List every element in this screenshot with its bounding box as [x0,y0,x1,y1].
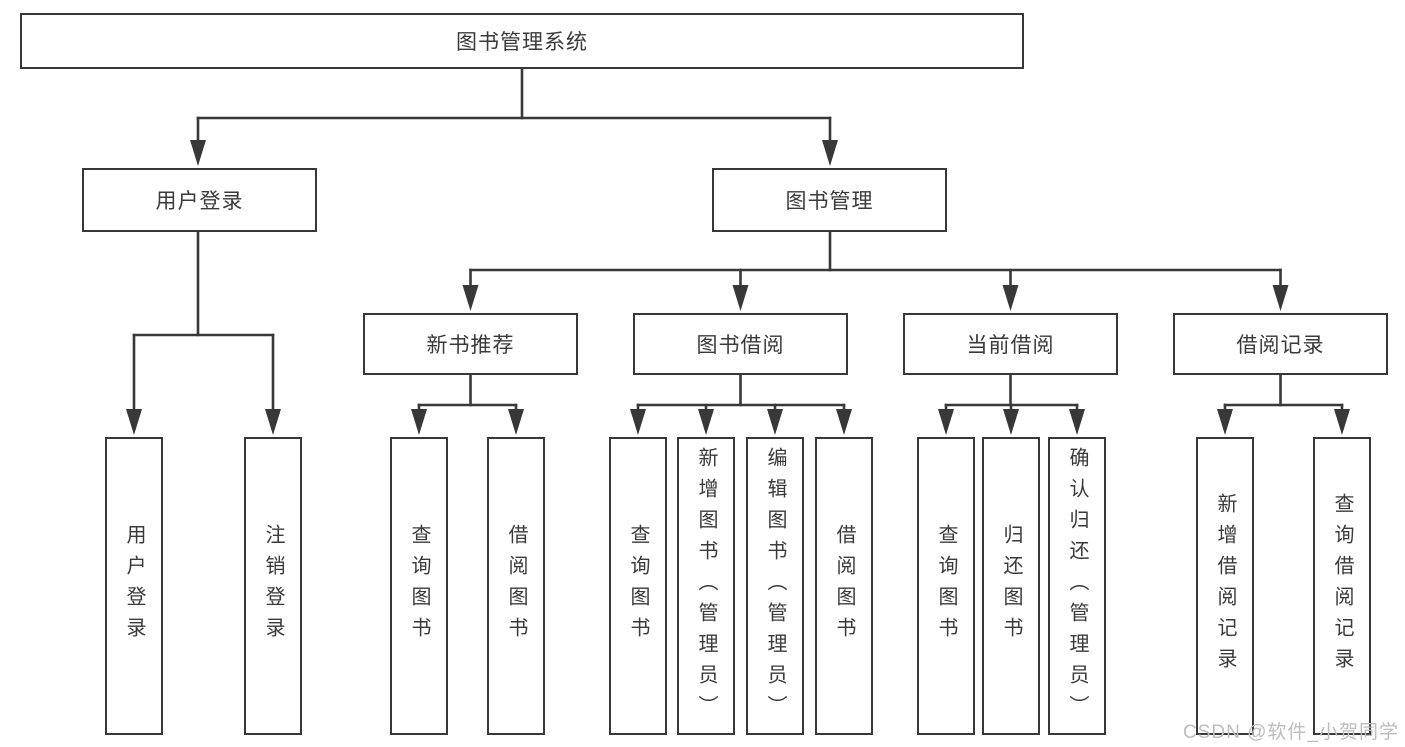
leaf-borrow-add-book-admin: 新增图书（管理员） [677,437,735,735]
leaf-borrow-borrow-book-label: 借阅图书 [833,524,855,648]
leaf-current-query-book-label: 查询图书 [935,524,957,648]
node-library-system: 图书管理系统 [20,13,1024,69]
leaf-user-login: 用户登录 [105,437,163,735]
leaf-newbook-query-book-label: 查询图书 [408,524,430,648]
leaf-borrow-borrow-book: 借阅图书 [815,437,873,735]
leaf-newbook-query-book: 查询图书 [390,437,448,735]
leaf-borrow-query-book: 查询图书 [609,437,667,735]
leaf-logout: 注销登录 [244,437,302,735]
leaf-current-return-book-label: 归还图书 [1000,524,1022,648]
leaf-newbook-borrow-book: 借阅图书 [487,437,545,735]
node-new-book-recommend: 新书推荐 [363,313,578,375]
leaf-current-confirm-return-admin-label: 确认归还（管理员） [1066,446,1088,726]
node-book-borrow: 图书借阅 [633,313,848,375]
leaf-borrow-query-book-label: 查询图书 [627,524,649,648]
leaf-borrow-edit-book-admin: 编辑图书（管理员） [746,437,804,735]
node-current-borrow: 当前借阅 [903,313,1118,375]
leaf-user-login-label: 用户登录 [123,524,145,648]
leaf-current-confirm-return-admin: 确认归还（管理员） [1048,437,1106,735]
node-library-system-label: 图书管理系统 [456,31,588,54]
node-book-borrow-label: 图书借阅 [696,334,785,357]
leaf-records-query-record: 查询借阅记录 [1313,437,1371,735]
node-user-login-label: 用户登录 [155,190,244,213]
leaf-borrow-add-book-admin-label: 新增图书（管理员） [695,446,717,726]
leaf-current-query-book: 查询图书 [917,437,975,735]
csdn-watermark: CSDN @软件_小贺同学 [1183,722,1399,743]
node-borrow-records-label: 借阅记录 [1236,334,1325,357]
node-book-management: 图书管理 [712,168,947,232]
node-user-login: 用户登录 [82,168,317,232]
node-book-management-label: 图书管理 [785,190,874,213]
node-current-borrow-label: 当前借阅 [966,334,1055,357]
leaf-borrow-edit-book-admin-label: 编辑图书（管理员） [764,446,786,726]
leaf-current-return-book: 归还图书 [982,437,1040,735]
leaf-records-add-record-label: 新增借阅记录 [1214,493,1236,679]
node-borrow-records: 借阅记录 [1173,313,1388,375]
leaf-records-query-record-label: 查询借阅记录 [1331,493,1353,679]
leaf-logout-label: 注销登录 [262,524,284,648]
node-new-book-recommend-label: 新书推荐 [426,334,515,357]
leaf-records-add-record: 新增借阅记录 [1196,437,1254,735]
leaf-newbook-borrow-book-label: 借阅图书 [505,524,527,648]
